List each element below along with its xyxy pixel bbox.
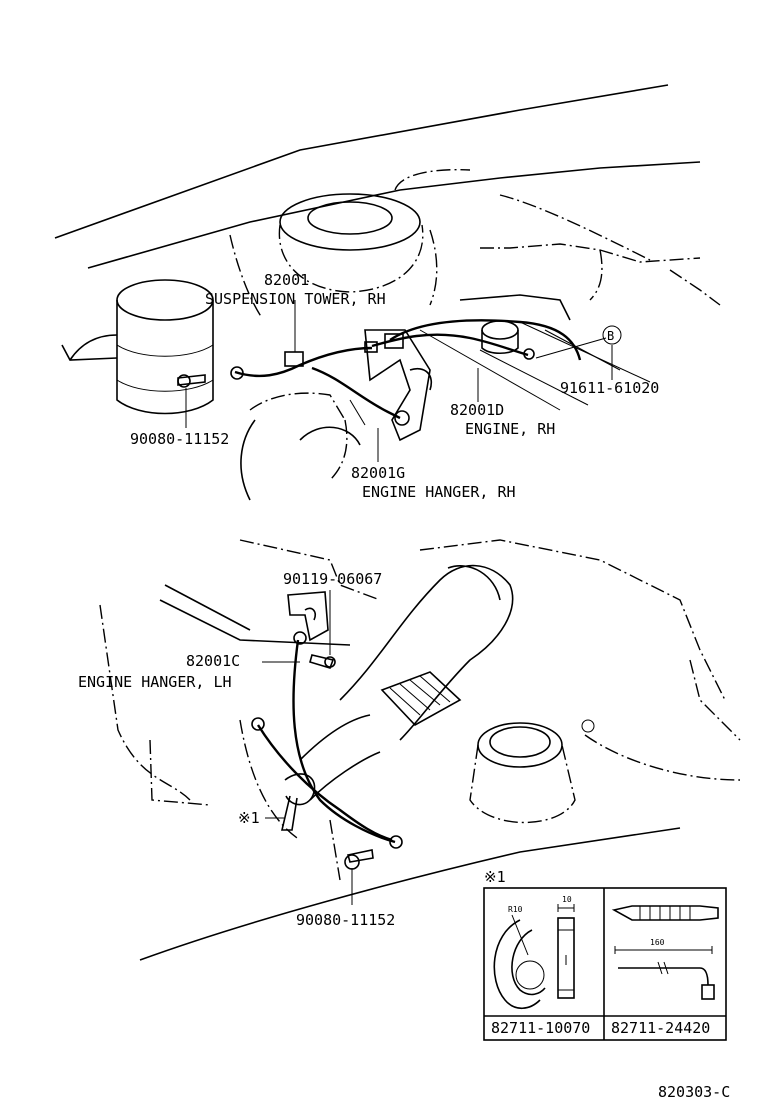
label-82001d: 82001D: [450, 401, 504, 419]
inset-title: ※1: [484, 868, 506, 886]
inset-right-part: 82711-24420: [611, 1019, 710, 1037]
label-suspension-tower-rh: SUSPENSION TOWER, RH: [205, 290, 386, 308]
drawing-code: 820303-C: [658, 1083, 730, 1101]
label-ref1: ※1: [238, 809, 260, 827]
label-91611-61020: 91611-61020: [560, 379, 659, 397]
label-90080-11152-top: 90080-11152: [130, 430, 229, 448]
inset-left-part: 82711-10070: [491, 1019, 590, 1037]
label-engine-rh: ENGINE, RH: [465, 420, 555, 438]
label-90080-11152-bottom: 90080-11152: [296, 911, 395, 929]
label-82001: 82001: [264, 271, 309, 289]
dim-10: 10: [562, 895, 572, 904]
label-82001c: 82001C: [186, 652, 240, 670]
label-90119-06067: 90119-06067: [283, 570, 382, 588]
bottom-engine-drawing: [99, 539, 741, 961]
callout-b: B: [607, 329, 614, 343]
dim-r10: R10: [508, 905, 523, 914]
label-82001g: 82001G: [351, 464, 405, 482]
dim-160: 160: [650, 938, 665, 947]
label-engine-hanger-lh: ENGINE HANGER, LH: [78, 673, 232, 691]
label-engine-hanger-rh: ENGINE HANGER, RH: [362, 483, 516, 501]
top-engine-bay-drawing: [54, 84, 721, 501]
inset-box: [483, 887, 727, 1041]
